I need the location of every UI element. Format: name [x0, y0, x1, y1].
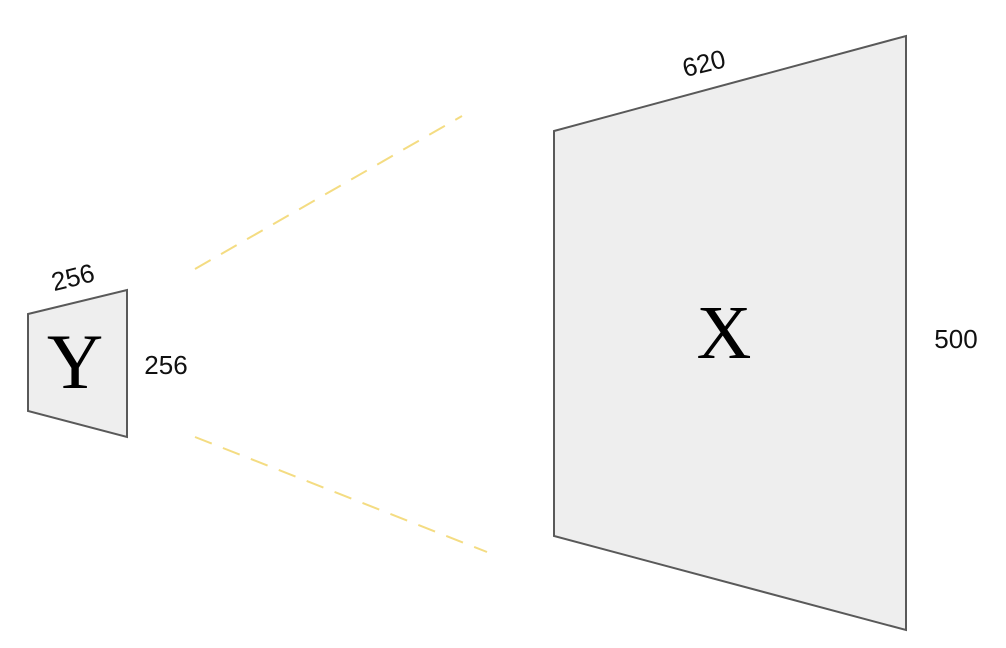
large-panel-width-label: 620 [679, 43, 728, 83]
guide-line-bottom [194, 436, 488, 553]
small-panel-letter: Y [47, 318, 103, 405]
small-panel [27, 288, 128, 439]
large-panel-height-label: 500 [934, 324, 977, 354]
guide-line-top [194, 115, 463, 270]
large-panel-letter: X [697, 291, 752, 375]
small-panel-width-label: 256 [48, 257, 97, 297]
small-panel-height-label: 256 [144, 350, 187, 380]
large-panel [553, 34, 907, 632]
